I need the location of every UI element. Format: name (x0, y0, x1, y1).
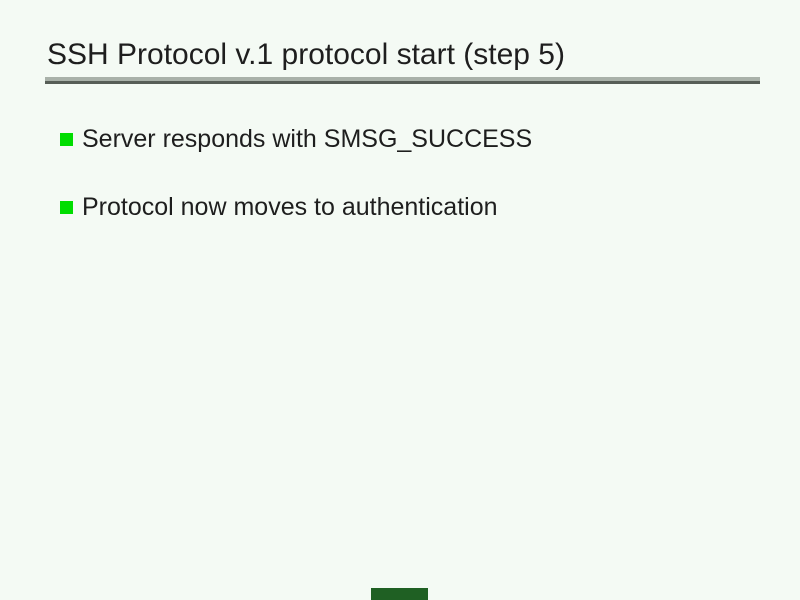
bullet-square-icon (60, 200, 73, 214)
bullet-text: Protocol now moves to authentication (82, 193, 498, 221)
bullet-text: Server responds with SMSG_SUCCESS (82, 125, 533, 153)
bullet-square-icon (60, 132, 73, 146)
list-item: Protocol now moves to authentication (60, 194, 498, 220)
title-underline (45, 77, 760, 84)
title-underline-shadow (45, 80, 760, 84)
page-title: SSH Protocol v.1 protocol start (step 5) (47, 38, 565, 71)
slide-progress-indicator (371, 588, 428, 600)
title-underline-highlight (45, 77, 760, 81)
list-item: Server responds with SMSG_SUCCESS (60, 126, 532, 152)
